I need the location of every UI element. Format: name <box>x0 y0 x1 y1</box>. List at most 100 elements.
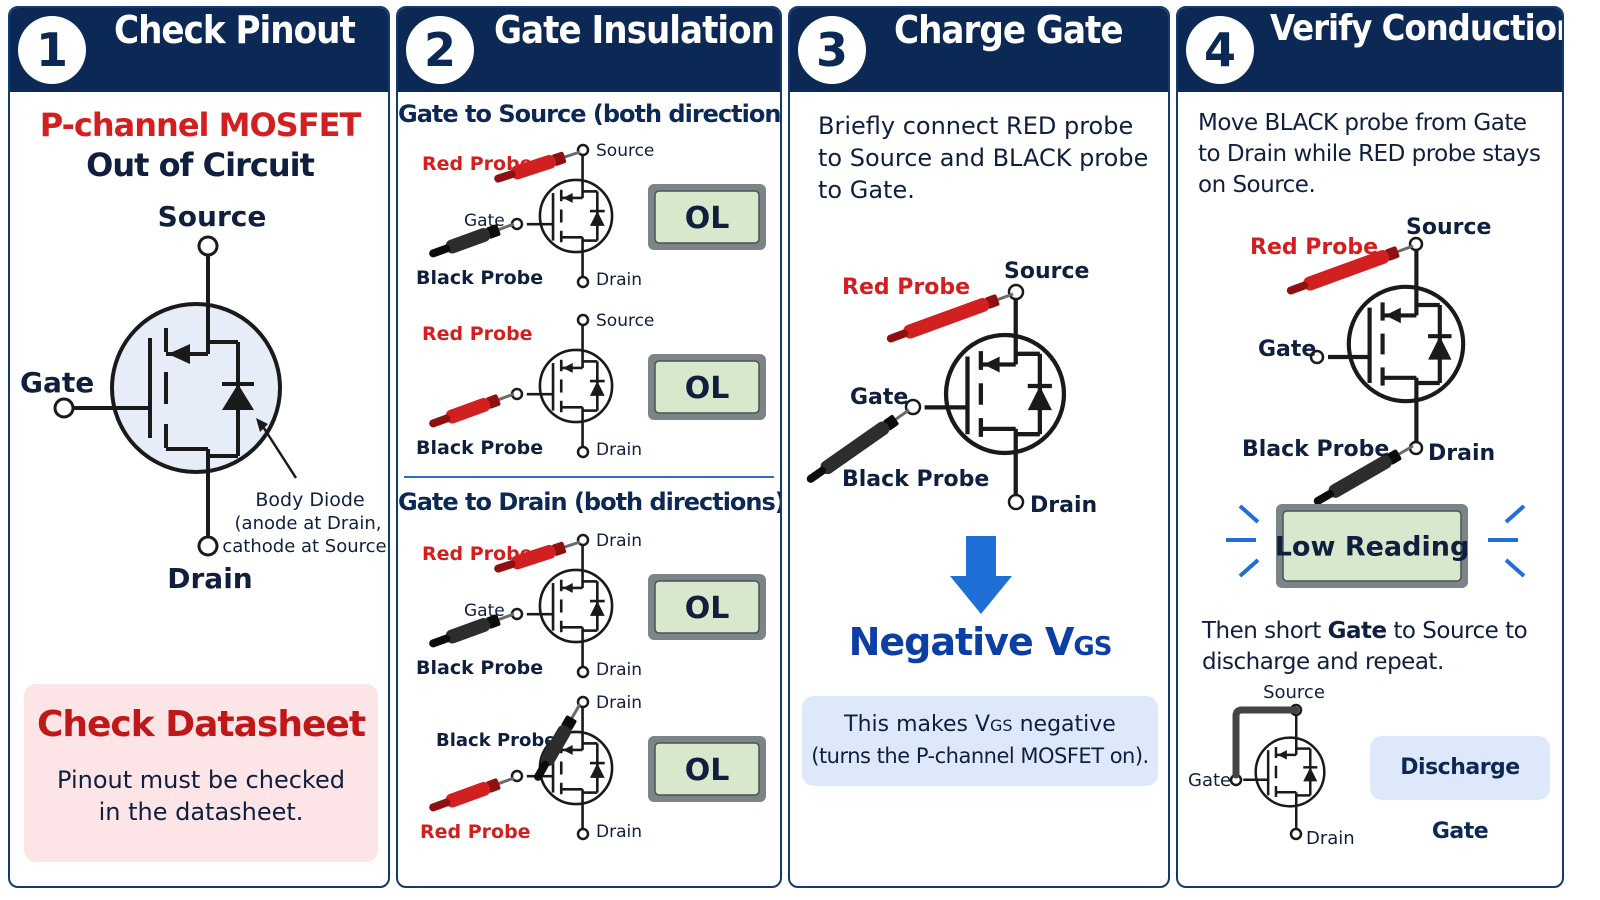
step-number: 4 <box>1186 16 1254 84</box>
source-terminal <box>197 235 219 257</box>
red-probe[interactable] <box>492 535 582 576</box>
note-line-1: Pinout must be checked <box>57 766 345 794</box>
drain-label: Drain <box>1306 828 1355 849</box>
meter-reading: OL <box>685 371 730 406</box>
gate-terminal <box>1309 349 1325 365</box>
step-number: 1 <box>18 16 86 84</box>
negative-vgs-text: Negative V <box>848 620 1075 664</box>
alert-rays-icon <box>1226 504 1526 578</box>
reading-display: OL <box>648 354 766 420</box>
section-divider <box>404 476 774 478</box>
vgs-note-line-2: (turns the P-channel MOSFET on). <box>811 744 1149 768</box>
mosfet-body-circle <box>110 302 282 474</box>
bottom-terminal-label: Drain <box>596 822 642 842</box>
panel-gate-insulation: 2 Gate Insulation Gate to Source (both d… <box>396 6 782 888</box>
gate-label: Gate <box>464 601 505 621</box>
bottom-terminal-label: Drain <box>596 270 642 290</box>
bottom-terminal-label: Drain <box>596 440 642 460</box>
bottom-terminal <box>576 445 590 459</box>
panel-title: Charge Gate <box>894 8 1124 52</box>
drain-terminal <box>1289 827 1303 841</box>
panel-header: 3 Charge Gate <box>790 8 1168 92</box>
reading-display: OL <box>648 184 766 250</box>
red-probe-label: Red Probe <box>1250 235 1378 260</box>
black-probe[interactable] <box>530 701 586 784</box>
then-text-a: Then short <box>1202 618 1328 644</box>
panel-header: 2 Gate Insulation <box>398 8 780 92</box>
then-text-c: to Source to <box>1386 618 1528 644</box>
vgs-note-text-a: This makes V <box>844 712 991 737</box>
conduction-mosfet-symbol <box>1328 240 1466 448</box>
black-probe[interactable] <box>427 607 516 651</box>
vgs-note-text-b: negative <box>1012 712 1116 737</box>
gate-label: Gate <box>1188 770 1231 791</box>
instruction-line-2: to Source and BLACK probe <box>818 144 1149 172</box>
test-mosfet-symbol <box>526 320 614 452</box>
gate-label: Gate <box>20 366 94 399</box>
check-datasheet-note: Check Datasheet Pinout must be checked i… <box>24 684 378 862</box>
probe-a-label: Red Probe <box>422 153 533 175</box>
test-mosfet-symbol <box>526 540 614 672</box>
top-terminal-label: Source <box>596 311 654 331</box>
probe-b-label: Black Probe <box>416 267 543 289</box>
source-label: Source <box>1406 215 1491 240</box>
short-wire <box>1232 706 1300 779</box>
down-arrow-icon <box>950 536 1012 614</box>
red-probe[interactable] <box>1285 239 1416 298</box>
top-terminal <box>576 313 590 327</box>
vgs-note-subscript: GS <box>990 716 1013 735</box>
top-terminal-label: Drain <box>596 693 642 713</box>
black-probe[interactable] <box>1311 440 1417 509</box>
panel-title: Check Pinout <box>114 8 356 52</box>
reading-display: OL <box>648 574 766 640</box>
probe-a-label: Red Probe <box>422 323 533 345</box>
drain-terminal <box>1007 493 1025 511</box>
section-gate-to-drain: Gate to Drain (both directions) <box>398 488 782 516</box>
discharge-gate-button[interactable]: Discharge Gate <box>1370 736 1550 844</box>
drain-label: Drain <box>1428 441 1495 466</box>
step-number: 2 <box>406 16 474 84</box>
meter-reading: OL <box>685 591 730 626</box>
red-probe-label: Red Probe <box>842 275 970 300</box>
meter-reading: Low Reading <box>1275 532 1470 563</box>
probe-b-label: Black Probe <box>416 437 543 459</box>
mosfet-symbol: Source Gate Drain Body Diode (anode at D… <box>20 200 388 595</box>
black-probe-label: Black Probe <box>842 467 989 492</box>
top-terminal <box>576 533 590 547</box>
then-line-2: discharge and repeat. <box>1202 649 1444 675</box>
low-reading-display: Low Reading <box>1275 504 1470 588</box>
charge-mosfet-symbol <box>924 286 1067 502</box>
then-line-1: Then short Gate to Source to <box>1202 618 1528 644</box>
panel-charge-gate: 3 Charge Gate Briefly connect RED probe … <box>788 6 1170 888</box>
red-probe[interactable] <box>492 145 582 186</box>
panel-title: Gate Insulation <box>494 8 775 52</box>
source-label: Source <box>158 200 267 233</box>
bottom-terminal <box>576 665 590 679</box>
red-probe[interactable] <box>427 771 516 815</box>
top-terminal-label: Drain <box>596 531 642 551</box>
instruction-line-1: Briefly connect RED probe <box>818 112 1134 140</box>
probe-b-label: Red Probe <box>420 821 531 843</box>
vgs-note-line-1: This makes VGS negative <box>802 712 1158 737</box>
red-probe[interactable] <box>427 387 516 431</box>
body-diode-note-1: (anode at Drain, <box>235 513 382 534</box>
black-probe[interactable] <box>427 217 516 261</box>
top-terminal-label: Source <box>596 141 654 161</box>
panel-check-pinout: 1 Check Pinout P-channel MOSFET Out of C… <box>8 6 390 888</box>
instruction-line-2: to Drain while RED probe stays <box>1198 141 1541 167</box>
discharge-mosfet-symbol <box>1243 709 1326 835</box>
instruction-line-3: on Source. <box>1198 172 1316 198</box>
subtitle-red: P-channel MOSFET <box>39 106 362 144</box>
black-probe[interactable] <box>803 404 913 487</box>
drain-terminal <box>197 535 219 557</box>
red-probe[interactable] <box>885 287 1016 346</box>
bottom-terminal-label: Drain <box>596 660 642 680</box>
